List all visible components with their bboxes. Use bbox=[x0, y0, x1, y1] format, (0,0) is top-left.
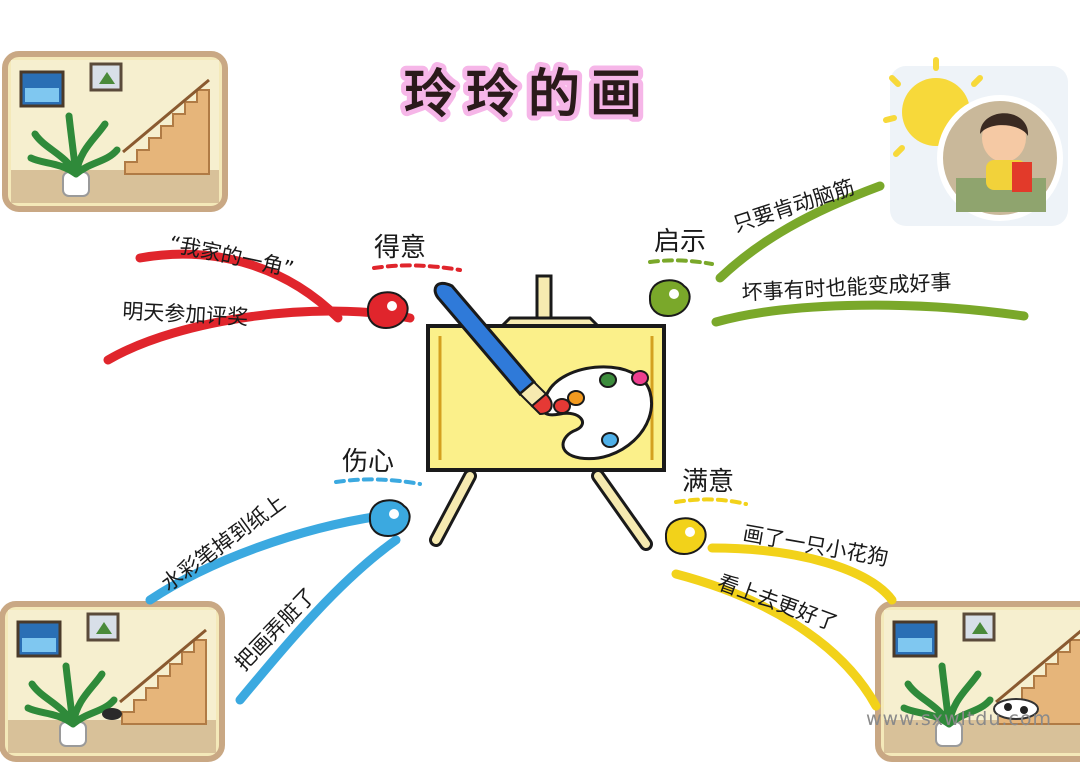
branch-line-text: 坏事有时也能变成好事 bbox=[741, 270, 952, 305]
branch-curve bbox=[671, 569, 881, 711]
staircase-room-illustration bbox=[5, 54, 225, 209]
palette-icon bbox=[541, 365, 653, 461]
watermark-text: www.sxwltdu.com bbox=[865, 708, 1052, 730]
branch-curve bbox=[707, 543, 897, 605]
branch-curve bbox=[135, 249, 343, 323]
paint-blob-icon bbox=[368, 499, 411, 538]
paint-dot bbox=[601, 432, 619, 448]
branch-line-text: 看上去更好了 bbox=[714, 570, 841, 636]
branch-deyi: 得意 “我家的一角” 明天参加评奖 bbox=[103, 231, 462, 365]
paint-dot bbox=[631, 370, 649, 386]
branch-heading: 启示 bbox=[654, 227, 706, 257]
paint-blob-icon bbox=[366, 291, 409, 330]
paint-blob-icon bbox=[648, 279, 691, 318]
paint-dot bbox=[567, 390, 585, 406]
branch-line-text: 明天参加评奖 bbox=[122, 299, 249, 330]
branch-heading: 伤心 bbox=[342, 447, 394, 477]
paint-blob-icon bbox=[664, 517, 707, 556]
branch-curve bbox=[145, 511, 385, 605]
staircase-room-illustration bbox=[2, 604, 222, 759]
paintbrush-icon bbox=[433, 281, 553, 416]
svg-text:玲玲的画: 玲玲的画 bbox=[404, 64, 652, 125]
heading-underline bbox=[372, 263, 462, 272]
branch-heading: 满意 bbox=[682, 467, 734, 497]
branch-curve bbox=[715, 181, 885, 283]
branch-curve bbox=[711, 300, 1029, 327]
paint-dot bbox=[599, 372, 617, 388]
paint-blob-highlight bbox=[389, 509, 399, 519]
heading-underline bbox=[648, 258, 714, 266]
girl-drawing-illustration bbox=[883, 57, 1068, 226]
paint-blob-highlight bbox=[387, 301, 397, 311]
paint-dot bbox=[553, 398, 571, 414]
branch-heading: 得意 bbox=[374, 233, 426, 263]
heading-underline bbox=[334, 477, 422, 486]
branch-line-text: “我家的一角” bbox=[167, 231, 296, 281]
paint-blob-highlight bbox=[669, 289, 679, 299]
title: 玲玲的画 玲玲的画 bbox=[399, 59, 652, 130]
paint-blob-highlight bbox=[685, 527, 695, 537]
heading-underline bbox=[674, 497, 748, 506]
branch-curve bbox=[235, 535, 401, 705]
easel-painting-icon bbox=[426, 274, 666, 551]
title-text: 玲玲的画 bbox=[404, 64, 652, 125]
staircase-room-with-dog-illustration bbox=[878, 604, 1080, 759]
